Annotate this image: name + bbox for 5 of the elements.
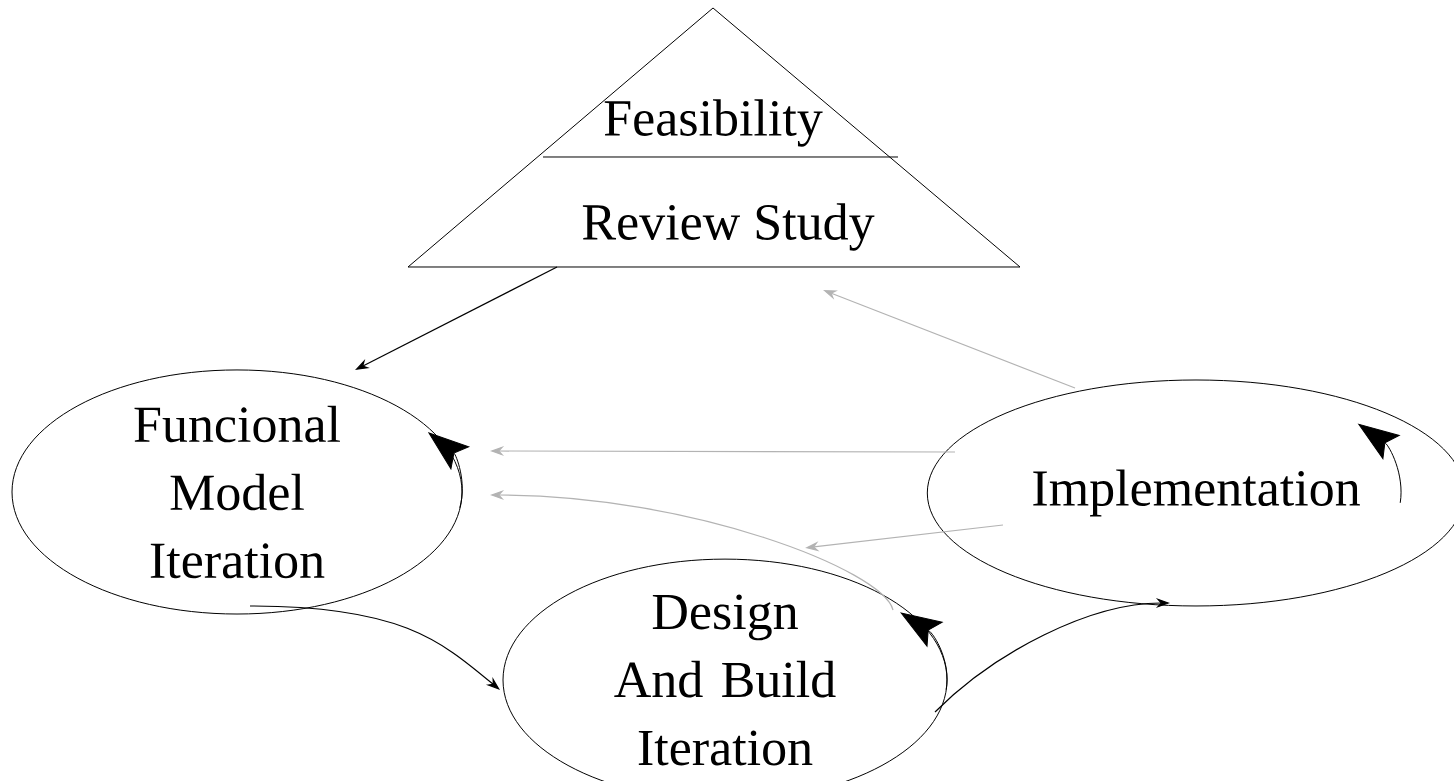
arrow — [249, 605, 500, 690]
loop-arrow — [428, 432, 470, 509]
triangle-box: Feasibility Review Study — [407, 7, 1021, 268]
loop-arrow — [1358, 423, 1402, 504]
loop-arrow — [900, 612, 948, 691]
